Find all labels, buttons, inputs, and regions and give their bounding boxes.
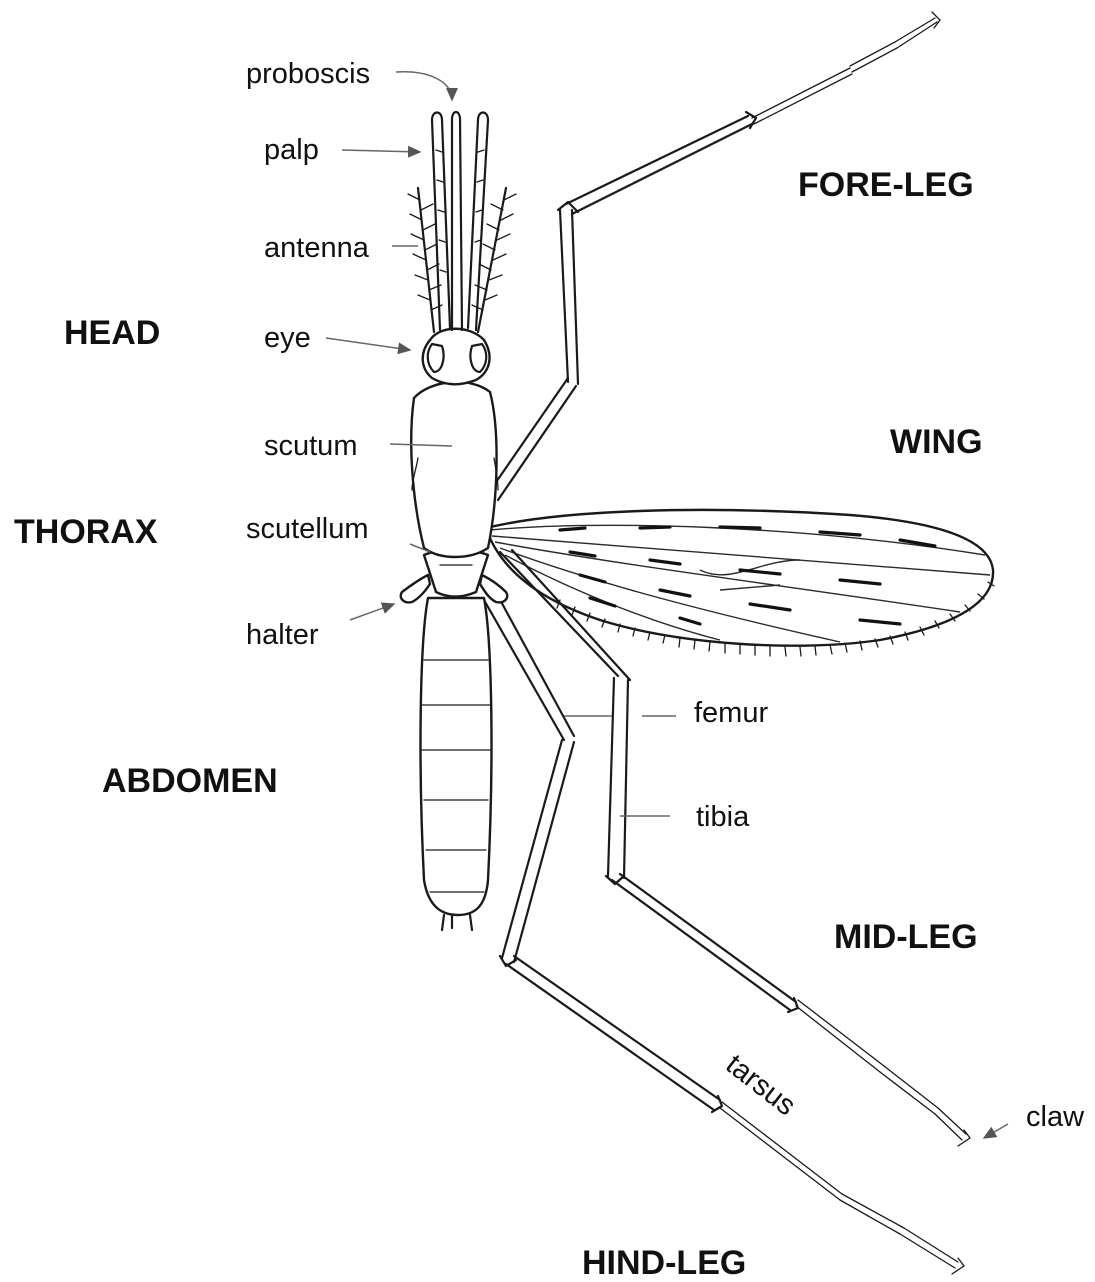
label-halter: halter (246, 619, 319, 651)
palp-pointer (342, 150, 420, 152)
label-eye: eye (264, 322, 311, 354)
region-abdomen: ABDOMEN (102, 762, 278, 800)
region-hind-leg: HIND-LEG (582, 1244, 746, 1282)
label-claw: claw (1026, 1101, 1085, 1133)
label-tibia: tibia (696, 801, 750, 833)
label-tarsus: tarsus (720, 1048, 802, 1122)
label-antenna: antenna (264, 232, 370, 264)
label-scutellum: scutellum (246, 513, 369, 545)
region-thorax: THORAX (14, 513, 158, 551)
label-proboscis: proboscis (246, 58, 370, 90)
proboscis-pointer (396, 72, 452, 100)
halter-pointer (350, 604, 394, 620)
mosquito-body-drawing (401, 112, 516, 930)
label-scutum: scutum (264, 430, 357, 462)
eye-pointer (326, 338, 410, 350)
region-mid-leg: MID-LEG (834, 918, 978, 956)
label-femur: femur (694, 697, 768, 729)
label-palp: palp (264, 134, 319, 166)
region-head: HEAD (64, 314, 160, 352)
wing-drawing (486, 510, 994, 656)
region-fore-leg: FORE-LEG (798, 166, 974, 204)
region-wing: WING (890, 423, 983, 461)
claw-pointer (984, 1124, 1008, 1138)
fore-leg-drawing (492, 12, 940, 500)
